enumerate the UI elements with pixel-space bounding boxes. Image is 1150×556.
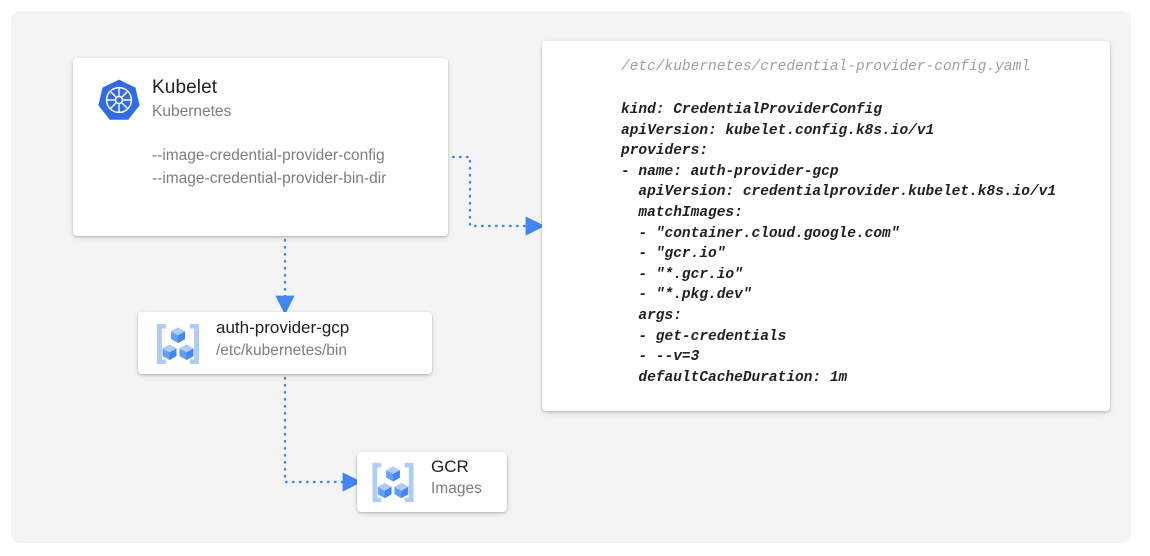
yaml-content: kind: CredentialProviderConfig apiVersio… bbox=[621, 102, 1057, 386]
node-auth-provider-subtitle: /etc/kubernetes/bin bbox=[216, 342, 347, 359]
node-kubelet-subtitle: Kubernetes bbox=[152, 103, 232, 120]
node-kubelet-title: Kubelet bbox=[152, 77, 218, 98]
gcp-container-registry-icon bbox=[372, 462, 414, 503]
gcp-container-registry-icon bbox=[157, 324, 199, 364]
node-gcr-title: GCR bbox=[431, 457, 469, 476]
node-kubelet[interactable]: Kubelet Kubernetes --image-credential-pr… bbox=[73, 58, 448, 236]
node-gcr[interactable]: GCR Images bbox=[357, 452, 507, 512]
kubelet-flag-bin-dir: --image-credential-provider-bin-dir bbox=[152, 170, 387, 187]
node-auth-provider-gcp[interactable]: auth-provider-gcp /etc/kubernetes/bin bbox=[138, 312, 432, 374]
node-auth-provider-title: auth-provider-gcp bbox=[216, 318, 350, 337]
kubelet-flag-config: --image-credential-provider-config bbox=[152, 147, 385, 164]
node-gcr-subtitle: Images bbox=[431, 480, 482, 497]
yaml-config-panel: /etc/kubernetes/credential-provider-conf… bbox=[542, 41, 1110, 411]
yaml-file-path: /etc/kubernetes/credential-provider-conf… bbox=[621, 59, 1030, 75]
kubernetes-helm-wheel-icon bbox=[98, 79, 140, 120]
